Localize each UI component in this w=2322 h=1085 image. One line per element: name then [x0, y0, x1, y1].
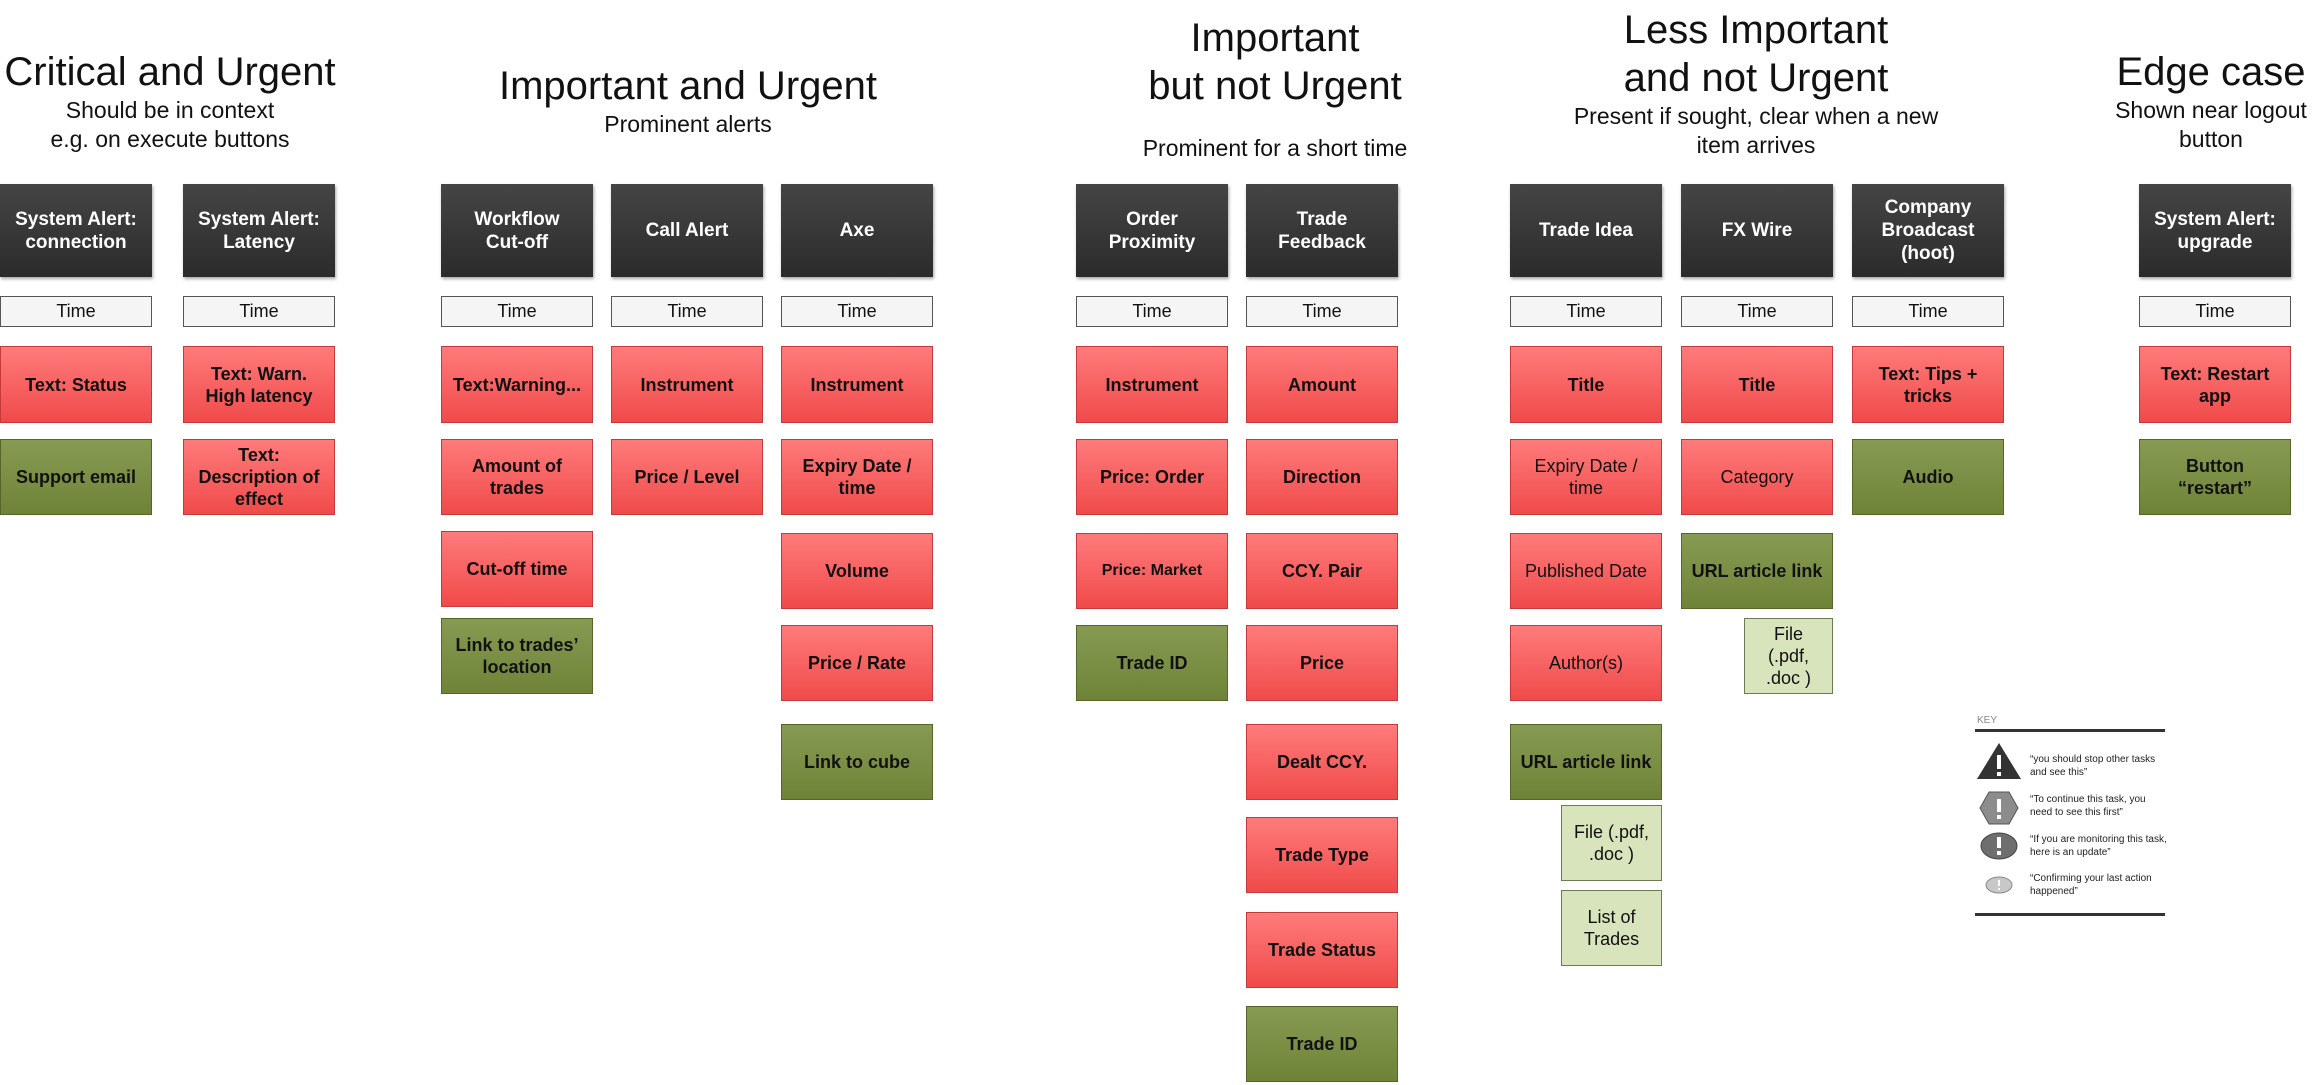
- time-field: Time: [441, 296, 593, 327]
- item-url-article-link: URL article link: [1510, 724, 1662, 800]
- key-top-divider: [1975, 729, 2165, 732]
- item-volume: Volume: [781, 533, 933, 609]
- item-amount-of-trades: Amount of trades: [441, 439, 593, 515]
- item-price-rate: Price / Rate: [781, 625, 933, 701]
- time-field: Time: [1510, 296, 1662, 327]
- item-trade-type: Trade Type: [1246, 817, 1398, 893]
- item-price-order: Price: Order: [1076, 439, 1228, 515]
- item-text-description-of-effect: Text: Description of effect: [183, 439, 335, 515]
- item-instrument: Instrument: [611, 346, 763, 423]
- item-price-market: Price: Market: [1076, 533, 1228, 609]
- item-audio: Audio: [1852, 439, 2004, 515]
- item-trade-id: Trade ID: [1246, 1006, 1398, 1082]
- section-subtitle: Should be in context e.g. on execute but…: [50, 97, 290, 152]
- heading-critical: Critical and Urgent Should be in context…: [0, 48, 340, 154]
- item-text-tips-tricks: Text: Tips + tricks: [1852, 346, 2004, 423]
- item-instrument: Instrument: [1076, 346, 1228, 423]
- heading-less-important: Less Important and not Urgent Present if…: [1510, 6, 2002, 160]
- section-title: Edge case: [2116, 50, 2306, 94]
- item-title: Title: [1681, 346, 1833, 423]
- heading-important-not-urgent: Important but not Urgent Prominent for a…: [1075, 14, 1475, 163]
- item-text-restart-app: Text: Restart app: [2139, 346, 2291, 423]
- header-system-alert-connection: System Alert: connection: [0, 184, 152, 277]
- heading-important-urgent: Important and Urgent Prominent alerts: [440, 62, 936, 139]
- hexagon-exclamation-icon: [1979, 791, 2019, 825]
- section-title: Important and Urgent: [499, 64, 877, 108]
- heading-edge-case: Edge case Shown near logout button: [2100, 48, 2322, 154]
- item-link-to-cube: Link to cube: [781, 724, 933, 800]
- time-field: Time: [1076, 296, 1228, 327]
- item-amount: Amount: [1246, 346, 1398, 423]
- item-price-level: Price / Level: [611, 439, 763, 515]
- header-company-broadcast: Company Broadcast (hoot): [1852, 184, 2004, 277]
- item-file-attachment: File (.pdf, .doc ): [1744, 618, 1833, 694]
- header-trade-feedback: Trade Feedback: [1246, 184, 1398, 277]
- header-order-proximity: Order Proximity: [1076, 184, 1228, 277]
- key-entry-text: “you should stop other tasks and see thi…: [2030, 754, 2156, 778]
- item-price: Price: [1246, 625, 1398, 701]
- item-url-article-link: URL article link: [1681, 533, 1833, 609]
- item-text-warn-high-latency: Text: Warn. High latency: [183, 346, 335, 423]
- item-trade-status: Trade Status: [1246, 912, 1398, 988]
- section-subtitle: Prominent for a short time: [1142, 135, 1408, 161]
- item-dealt-ccy: Dealt CCY.: [1246, 724, 1398, 800]
- section-title: Critical and Urgent: [4, 50, 336, 94]
- time-field: Time: [1681, 296, 1833, 327]
- item-instrument: Instrument: [781, 346, 933, 423]
- time-field: Time: [2139, 296, 2291, 327]
- section-title: Important but not Urgent: [1148, 16, 1402, 108]
- item-text-warning: Text:Warning...: [441, 346, 593, 423]
- item-authors: Author(s): [1510, 625, 1662, 701]
- time-field: Time: [1246, 296, 1398, 327]
- key-title: KEY: [1977, 715, 1998, 726]
- item-text-status: Text: Status: [0, 346, 152, 423]
- item-support-email: Support email: [0, 439, 152, 515]
- item-button-restart: Button “restart”: [2139, 439, 2291, 515]
- triangle-exclamation-icon: [1977, 743, 2021, 779]
- section-subtitle: Present if sought, clear when a new item…: [1573, 103, 1939, 158]
- section-title: Less Important and not Urgent: [1623, 8, 1889, 100]
- item-file-attachment: File (.pdf, .doc ): [1561, 805, 1662, 881]
- item-ccy-pair: CCY. Pair: [1246, 533, 1398, 609]
- header-axe: Axe: [781, 184, 933, 277]
- item-category: Category: [1681, 439, 1833, 515]
- time-field: Time: [0, 296, 152, 327]
- header-system-alert-latency: System Alert: Latency: [183, 184, 335, 277]
- item-published-date: Published Date: [1510, 533, 1662, 609]
- time-field: Time: [611, 296, 763, 327]
- item-expiry-date-time: Expiry Date / time: [1510, 439, 1662, 515]
- time-field: Time: [781, 296, 933, 327]
- item-link-to-trades-location: Link to trades’ location: [441, 618, 593, 694]
- item-trade-id: Trade ID: [1076, 625, 1228, 701]
- item-direction: Direction: [1246, 439, 1398, 515]
- item-expiry-date-time: Expiry Date / time: [781, 439, 933, 515]
- ellipse-exclamation-icon: [1980, 832, 2018, 860]
- section-subtitle: Prominent alerts: [604, 111, 772, 137]
- key-entry-text: “If you are monitoring this task, here i…: [2030, 834, 2167, 858]
- header-fx-wire: FX Wire: [1681, 184, 1833, 277]
- item-title: Title: [1510, 346, 1662, 423]
- small-ellipse-exclamation-icon: [1985, 876, 2013, 894]
- item-list-of-trades: List of Trades: [1561, 890, 1662, 966]
- time-field: Time: [183, 296, 335, 327]
- section-subtitle: Shown near logout button: [2115, 97, 2307, 152]
- key-bottom-divider: [1975, 913, 2165, 916]
- time-field: Time: [1852, 296, 2004, 327]
- header-trade-idea: Trade Idea: [1510, 184, 1662, 277]
- header-call-alert: Call Alert: [611, 184, 763, 277]
- key-entry-text: “Confirming your last action happened”: [2030, 873, 2152, 897]
- item-cut-off-time: Cut-off time: [441, 531, 593, 607]
- header-system-alert-upgrade: System Alert: upgrade: [2139, 184, 2291, 277]
- key-entry-text: “To continue this task, you need to see …: [2030, 794, 2146, 818]
- header-workflow-cut-off: Workflow Cut-off: [441, 184, 593, 277]
